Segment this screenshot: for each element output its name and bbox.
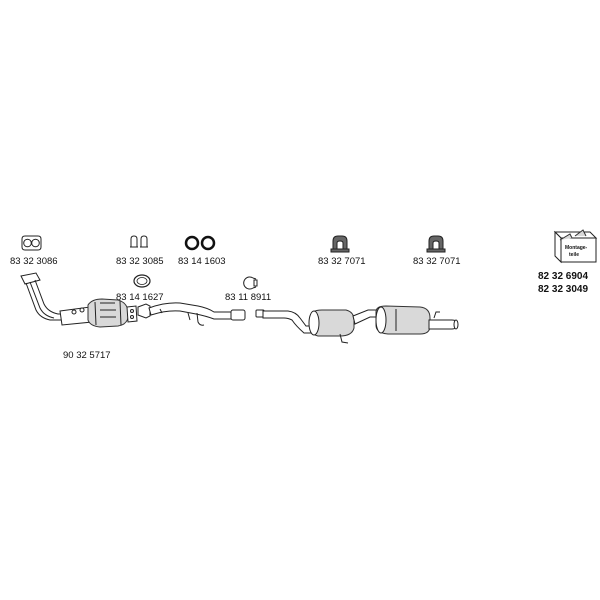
downpipe-catalytic-converter[interactable]: [20, 272, 138, 328]
rubber-hanger-rear-part[interactable]: [426, 235, 446, 253]
rubber-hanger-front-part[interactable]: [330, 235, 350, 253]
kit-box-label-line2: teile: [569, 252, 579, 258]
clamp-single-part[interactable]: [243, 276, 258, 290]
rear-silencer[interactable]: [375, 305, 459, 335]
gasket-flange-part[interactable]: [21, 235, 42, 251]
kit-number-primary: 82 32 6904: [538, 271, 588, 282]
middle-pipe-silencer[interactable]: [255, 309, 379, 344]
part-number-clamp-pair: 83 32 3085: [116, 256, 164, 267]
part-number-clamp-single: 83 11 8911: [225, 292, 271, 303]
seal-ring-pair-part[interactable]: [184, 235, 216, 251]
part-number-hanger-front: 83 32 7071: [318, 256, 366, 267]
kit-number-secondary: 82 32 3049: [538, 284, 588, 295]
part-number-gasket-ring: 83 14 1627: [116, 292, 164, 303]
part-number-downpipe: 90 32 5717: [63, 350, 111, 361]
mounting-kit-box[interactable]: Montage- teile: [553, 229, 598, 264]
gasket-ring-part[interactable]: [133, 274, 151, 288]
clamp-pair-part[interactable]: [130, 235, 148, 248]
part-number-hanger-rear: 83 32 7071: [413, 256, 461, 267]
front-pipe[interactable]: [137, 302, 246, 326]
part-number-seal-rings: 83 14 1603: [178, 256, 226, 267]
kit-box-label-line1: Montage-: [565, 245, 588, 251]
part-number-gasket-flange: 83 32 3086: [10, 256, 58, 267]
